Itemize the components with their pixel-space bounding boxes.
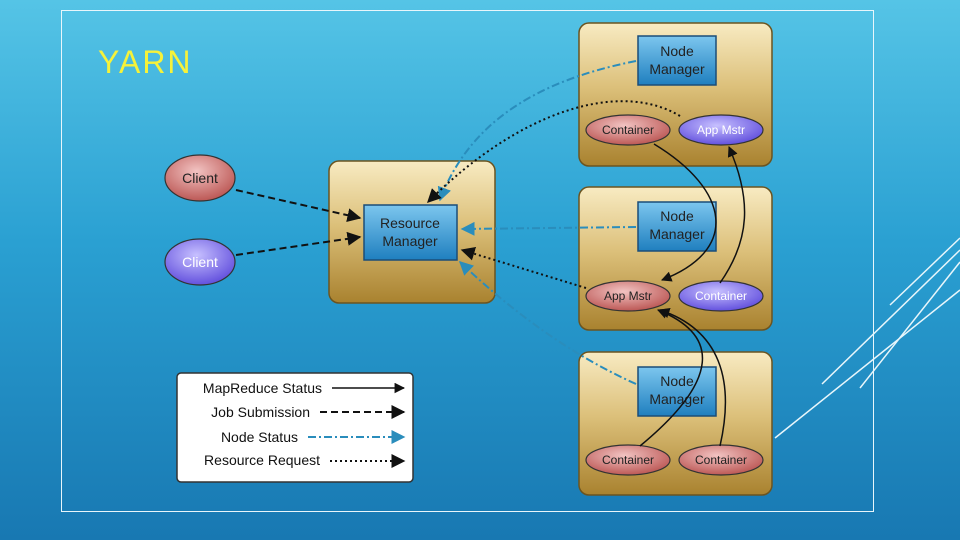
svg-text:Client: Client bbox=[182, 254, 218, 270]
node-manager-box-1: Node Manager bbox=[578, 22, 773, 167]
app-master-pill-2: App Mstr bbox=[585, 280, 671, 312]
client-node-1: Client bbox=[164, 154, 236, 202]
svg-text:Container: Container bbox=[602, 123, 654, 137]
job-submission-arrows bbox=[235, 189, 362, 256]
node-manager-label-2b: Manager bbox=[649, 226, 705, 242]
svg-text:Container: Container bbox=[695, 289, 747, 303]
mapreduce-status-arrows bbox=[639, 143, 746, 447]
svg-text:Container: Container bbox=[695, 453, 747, 467]
node-manager-label-3a: Node bbox=[660, 373, 694, 389]
node-manager-label-1b: Manager bbox=[649, 61, 705, 77]
svg-text:Container: Container bbox=[602, 453, 654, 467]
resource-manager-label-2: Manager bbox=[382, 233, 438, 249]
node-manager-label-1a: Node bbox=[660, 43, 694, 59]
slide-frame bbox=[61, 10, 874, 512]
node-manager-label-2a: Node bbox=[660, 208, 694, 224]
legend-item-job-submission: Job Submission bbox=[211, 404, 310, 420]
container-pill-4: Container bbox=[678, 444, 764, 476]
resource-manager-box: Resource Manager bbox=[328, 160, 496, 304]
legend-item-mapreduce-status: MapReduce Status bbox=[203, 380, 322, 396]
svg-text:App Mstr: App Mstr bbox=[697, 123, 745, 137]
legend: MapReduce Status Job Submission Node Sta… bbox=[176, 372, 414, 483]
node-status-arrows bbox=[437, 60, 637, 385]
client-node-2: Client bbox=[164, 238, 236, 286]
container-pill-3: Container bbox=[585, 444, 671, 476]
resource-manager-label-1: Resource bbox=[380, 215, 440, 231]
legend-item-resource-request: Resource Request bbox=[204, 452, 320, 468]
svg-text:Client: Client bbox=[182, 170, 218, 186]
container-pill-2: Container bbox=[678, 280, 764, 312]
slide-title: YARN bbox=[98, 44, 193, 80]
resource-request-arrows bbox=[427, 100, 681, 289]
svg-text:App Mstr: App Mstr bbox=[604, 289, 652, 303]
legend-item-node-status: Node Status bbox=[221, 429, 298, 445]
app-master-pill-1: App Mstr bbox=[678, 114, 764, 146]
node-manager-label-3b: Manager bbox=[649, 391, 705, 407]
container-pill-1: Container bbox=[585, 114, 671, 146]
